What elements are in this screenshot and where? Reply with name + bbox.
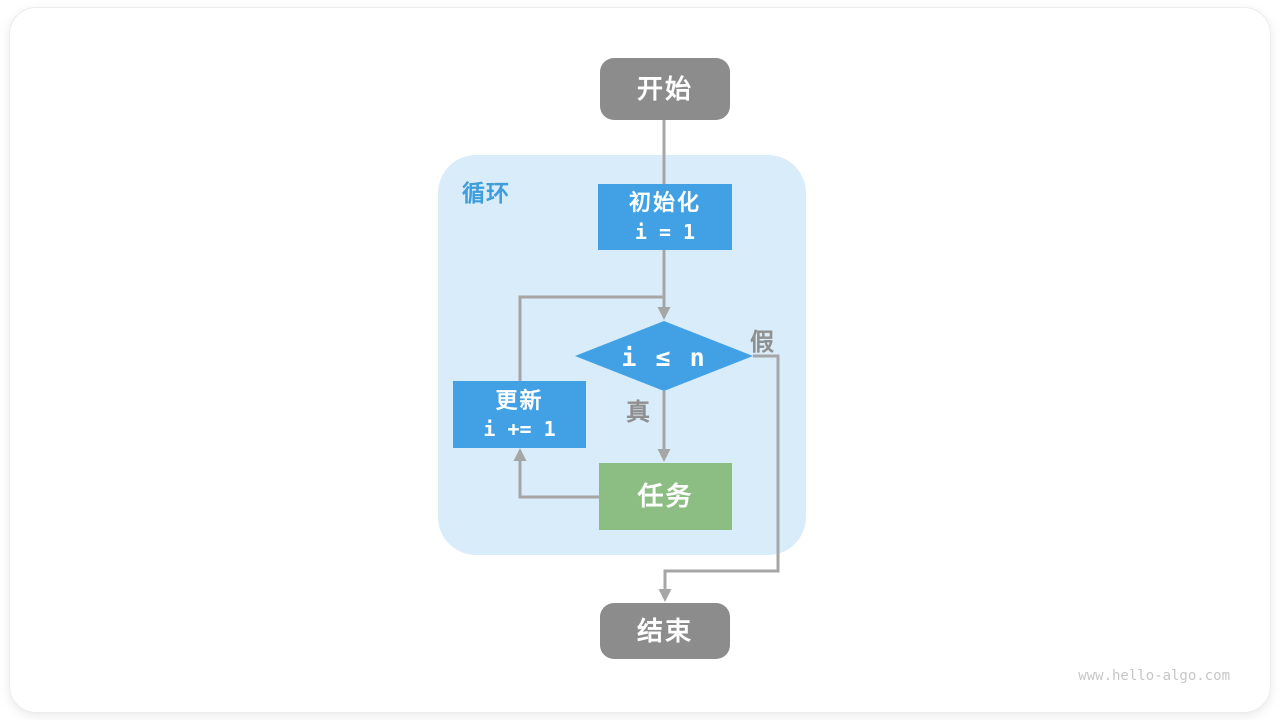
flow-edges	[513, 120, 780, 602]
true-branch-label: 真	[626, 399, 650, 426]
diagram-card: 循环 开始 初始化 i = 1 i ≤ n 更新 i += 1 任务	[10, 8, 1270, 712]
start-node: 开始	[600, 58, 730, 120]
condition-label: i ≤ n	[621, 342, 707, 372]
edge-condition-to-end	[663, 354, 780, 589]
end-node-label: 结束	[636, 615, 693, 646]
update-node-label: 更新	[495, 387, 544, 413]
loop-container-label: 循环	[462, 180, 510, 206]
end-node: 结束	[600, 603, 730, 659]
update-node: 更新 i += 1	[453, 381, 586, 448]
arrowhead-into-update	[513, 448, 527, 461]
edge-update-to-condition	[518, 295, 664, 381]
init-node-label: 初始化	[628, 190, 701, 216]
watermark-text: www.hello-algo.com	[1078, 668, 1230, 684]
false-branch-label: 假	[750, 329, 774, 356]
update-node-code: i += 1	[483, 417, 556, 442]
arrowhead-into-task	[657, 449, 671, 462]
task-node-label: 任务	[637, 481, 694, 512]
init-node-code: i = 1	[634, 219, 696, 244]
edge-task-to-update	[518, 461, 599, 499]
init-node: 初始化 i = 1	[598, 184, 732, 250]
task-node: 任务	[599, 463, 732, 530]
arrowhead-into-end	[658, 589, 672, 602]
arrowhead-into-condition	[657, 307, 671, 320]
start-node-label: 开始	[636, 73, 693, 104]
condition-diamond	[575, 321, 753, 391]
